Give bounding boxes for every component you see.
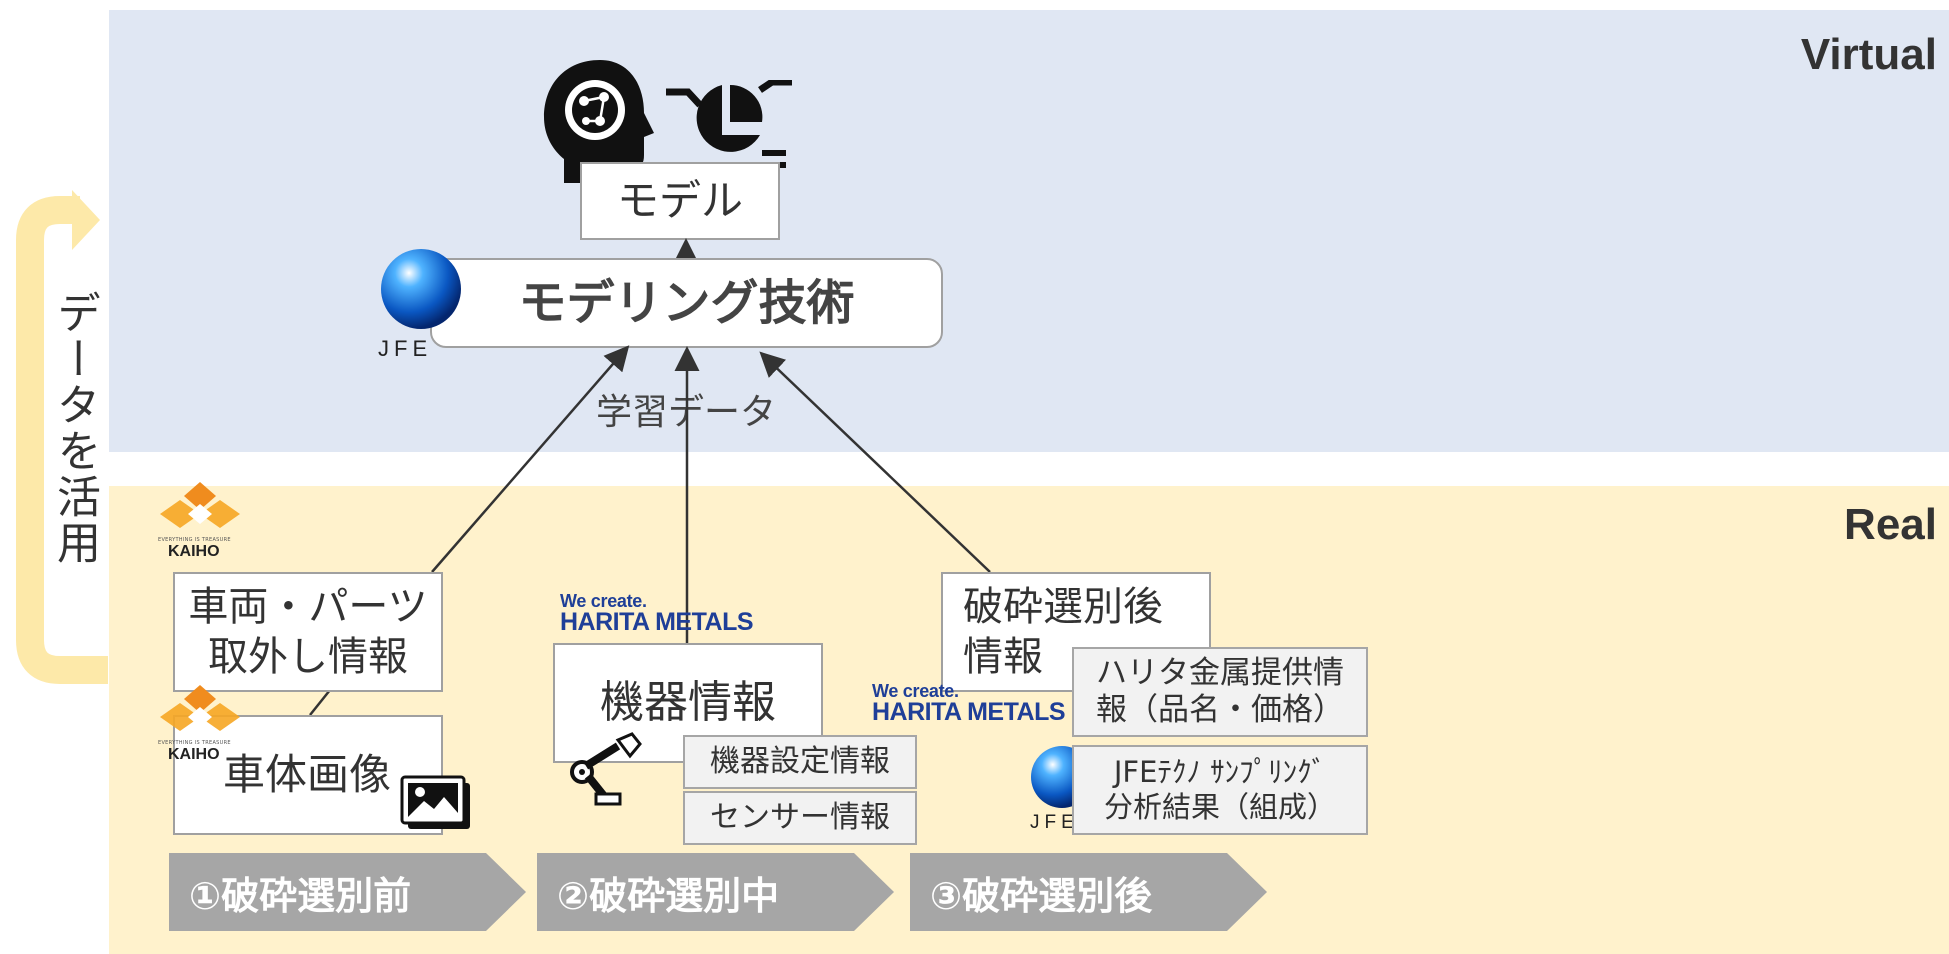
harita-logo-2-bottom: HARITA METALS bbox=[872, 698, 1066, 726]
real-label: Real bbox=[1844, 500, 1937, 549]
modeling-technology-box: モデリング技術 bbox=[430, 258, 943, 348]
jfe-logo-text-2: JFE bbox=[1030, 812, 1079, 833]
jfe-techno-line2: 分析結果（組成） bbox=[1103, 790, 1336, 824]
vehicle-parts-box: 車両・パーツ取外し情報 bbox=[173, 572, 443, 692]
harita-logo-top: We create. bbox=[560, 591, 647, 611]
harita-logo-bottom: HARITA METALS bbox=[560, 608, 754, 636]
harita-info-box: ハリタ金属提供情報（品名・価格） bbox=[1072, 647, 1368, 737]
chart-icon bbox=[666, 80, 792, 168]
cycle-arrow bbox=[16, 190, 108, 684]
virtual-band bbox=[109, 10, 1949, 452]
jfe-globe-icon bbox=[381, 249, 461, 329]
ai-head-icon bbox=[544, 60, 654, 183]
jfe-techno-box: JFEﾃｸﾉ ｻﾝﾌﾟﾘﾝｸﾞ分析結果（組成） bbox=[1072, 745, 1368, 835]
robot-arm-icon bbox=[570, 732, 642, 806]
jfe-logo-text: JFE bbox=[378, 336, 433, 361]
kaiho-logo-icon-2 bbox=[160, 685, 240, 731]
kaiho-tagline-2: EVERYTHING IS TREASURE bbox=[158, 740, 231, 746]
kaiho-logo-text-2: KAIHO bbox=[168, 746, 220, 763]
vehicle-parts-line1: 車両・パーツ bbox=[188, 584, 428, 630]
jfe-techno-line1: JFEﾃｸﾉ ｻﾝﾌﾟﾘﾝｸﾞ bbox=[1113, 755, 1327, 790]
cycle-label: データを活用 bbox=[49, 290, 100, 566]
kaiho-logo-icon bbox=[160, 482, 240, 528]
harita-logo-2: We create. HARITA METALS bbox=[872, 681, 1066, 726]
kaiho-logo-text: KAIHO bbox=[168, 543, 220, 560]
equipment-settings-box: 機器設定情報 bbox=[683, 735, 917, 789]
body-image-box: 車体画像 bbox=[173, 715, 443, 835]
stage-during: ②破砕選別中 bbox=[537, 853, 894, 931]
stage-after: ③破砕選別後 bbox=[910, 853, 1267, 931]
harita-info-line1: ハリタ金属提供情 bbox=[1096, 654, 1344, 691]
sensor-info-box: センサー情報 bbox=[683, 791, 917, 845]
model-box: モデル bbox=[580, 162, 780, 240]
virtual-label: Virtual bbox=[1800, 30, 1937, 79]
kaiho-tagline: EVERYTHING IS TREASURE bbox=[158, 537, 231, 543]
after-crush-line1: 破砕選別後 bbox=[963, 584, 1163, 630]
stage-before: ①破砕選別前 bbox=[169, 853, 526, 931]
vehicle-parts-line2: 取外し情報 bbox=[207, 634, 408, 680]
image-gallery-icon bbox=[400, 775, 470, 829]
harita-info-line2: 報（品名・価格） bbox=[1096, 692, 1344, 728]
harita-logo-2-top: We create. bbox=[872, 681, 959, 701]
harita-logo: We create. HARITA METALS bbox=[560, 591, 754, 636]
after-crush-line2: 情報 bbox=[963, 634, 1043, 680]
